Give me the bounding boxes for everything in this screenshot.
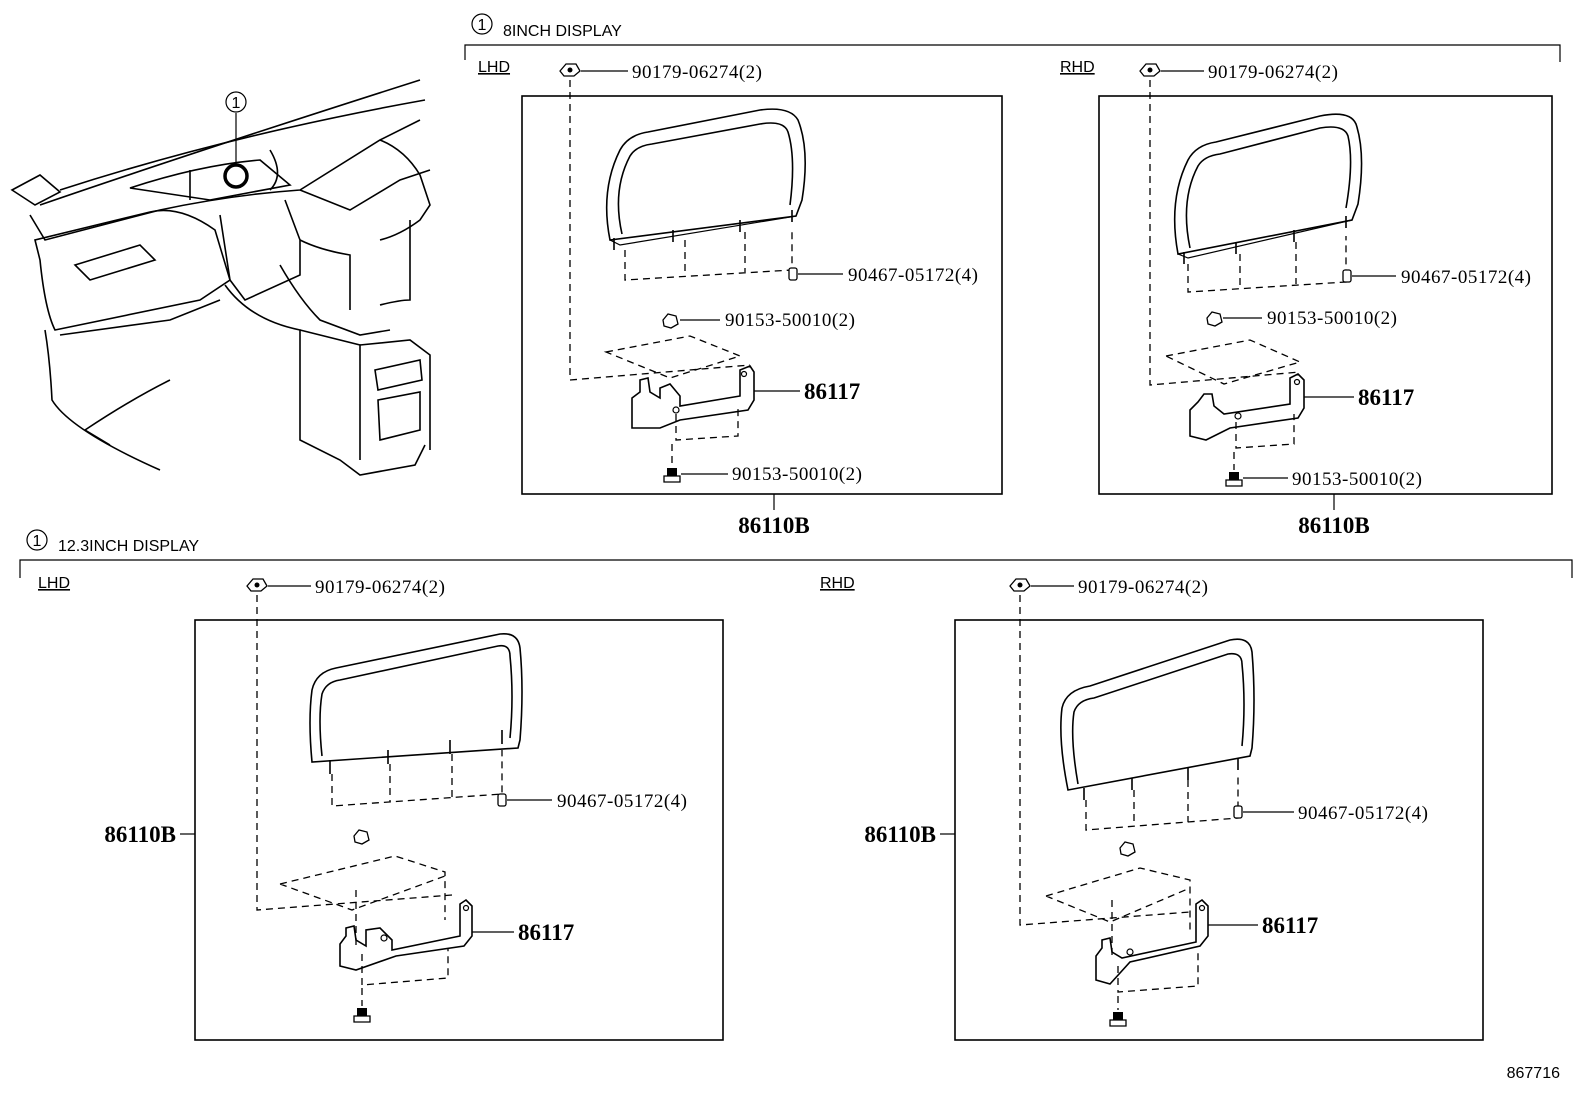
dashboard-illustration: 1 xyxy=(10,79,431,476)
part-number-nut: 90179-06274(2) xyxy=(1208,62,1338,83)
display-unit-12inch xyxy=(1060,638,1255,831)
part-number-nut: 90179-06274(2) xyxy=(1078,577,1208,598)
assembly-number: 86110B xyxy=(1298,513,1370,538)
part-number-bracket: 86117 xyxy=(1358,385,1414,410)
part-number-bracket: 86117 xyxy=(804,379,860,404)
side-label-lhd: LHD xyxy=(38,575,70,592)
assembly-box xyxy=(194,619,724,1041)
dashboard-ref-number: 1 xyxy=(232,95,241,112)
assembly-box xyxy=(954,619,1484,1041)
part-number-screw-bottom: 90153-50010(2) xyxy=(732,464,862,485)
assembly-number: 86110B xyxy=(738,513,810,538)
bolt-icon xyxy=(1109,1012,1127,1027)
display-unit-12inch xyxy=(309,632,523,807)
clip-icon xyxy=(788,267,798,281)
screw-icon xyxy=(353,829,370,845)
bolt-icon xyxy=(353,1008,371,1023)
display-unit-8inch xyxy=(1173,113,1363,293)
bolt-icon xyxy=(1225,472,1243,487)
nut-icon xyxy=(246,578,268,592)
side-label-lhd: LHD xyxy=(478,59,510,76)
nut-icon xyxy=(1139,63,1161,77)
clip-icon xyxy=(1342,269,1352,283)
part-number-screw-bottom: 90153-50010(2) xyxy=(1292,469,1422,490)
panel-8inch-lhd: LHD 90179-06274(2) 90467-05172(4) 90153-… xyxy=(478,59,1003,538)
part-number-screw-top: 90153-50010(2) xyxy=(725,310,855,331)
display-location-marker xyxy=(223,163,249,189)
section-12inch-title: 12.3INCH DISPLAY xyxy=(58,538,199,555)
screw-icon xyxy=(1119,841,1136,857)
assembly-number: 86110B xyxy=(104,822,176,847)
part-number-bracket: 86117 xyxy=(1262,913,1318,938)
part-number-nut: 90179-06274(2) xyxy=(315,577,445,598)
clip-icon xyxy=(1233,805,1243,819)
assembly-number: 86110B xyxy=(864,822,936,847)
bracket-8617 xyxy=(1095,898,1209,985)
part-number-screw-top: 90153-50010(2) xyxy=(1267,308,1397,329)
bracket-8617 xyxy=(1189,373,1305,441)
display-unit-8inch xyxy=(605,108,806,281)
panel-12inch-rhd: RHD 90179-06274(2) 90467-05172(4) xyxy=(820,575,1484,1041)
screw-icon xyxy=(1206,311,1223,327)
part-number-clip: 90467-05172(4) xyxy=(848,265,978,286)
section-12inch-ref: 1 xyxy=(33,533,42,550)
nut-icon xyxy=(1009,578,1031,592)
section-12inch-header: 1 12.3INCH DISPLAY xyxy=(19,529,1573,578)
panel-8inch-rhd: RHD 90179-06274(2) 90467-05172(4) 90153-… xyxy=(1060,59,1553,538)
clip-icon xyxy=(497,793,507,807)
bolt-icon xyxy=(663,468,681,483)
bracket-8617 xyxy=(631,365,755,429)
part-number-clip: 90467-05172(4) xyxy=(1401,267,1531,288)
panel-12inch-lhd: LHD 90179-06274(2) 90467-05172(4) xyxy=(38,575,724,1041)
side-label-rhd: RHD xyxy=(820,575,855,592)
part-number-nut: 90179-06274(2) xyxy=(632,62,762,83)
part-number-clip: 90467-05172(4) xyxy=(1298,803,1428,824)
assembly-box xyxy=(1098,95,1553,495)
screw-icon xyxy=(662,313,679,329)
assembly-box xyxy=(521,95,1003,495)
side-label-rhd: RHD xyxy=(1060,59,1095,76)
bracket-8617 xyxy=(339,898,473,971)
section-8inch-header: 1 8INCH DISPLAY xyxy=(464,13,1561,62)
part-number-bracket: 86117 xyxy=(518,920,574,945)
nut-icon xyxy=(559,63,581,77)
part-number-clip: 90467-05172(4) xyxy=(557,791,687,812)
section-8inch-title: 8INCH DISPLAY xyxy=(503,23,622,40)
dashboard-ref-callout: 1 xyxy=(225,91,247,113)
section-8inch-ref: 1 xyxy=(478,17,487,34)
diagram-number: 867716 xyxy=(1507,1065,1560,1082)
